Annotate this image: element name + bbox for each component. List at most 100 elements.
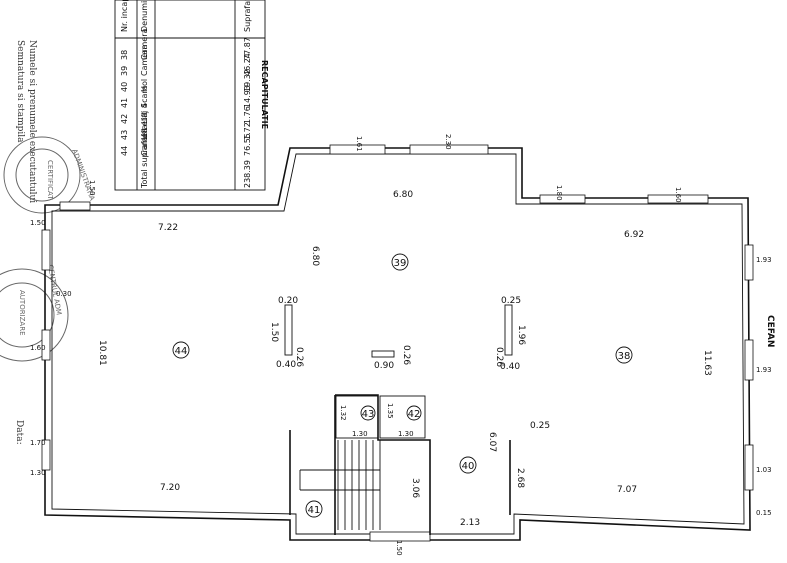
dim-label: 1.50 [269,322,279,342]
window-left-2 [41,329,51,361]
table-cell: 39 [120,66,129,76]
recap-table: Nr. incapere Denumire incapere Suprafata… [114,0,266,191]
dim-label: 1.80 [555,185,563,201]
dim-label: 0.15 [756,509,772,517]
room-number: 43 [362,409,375,420]
column-center [371,350,395,358]
table-cell: 19.32 [243,69,252,92]
table-cell: 14.93 [243,85,252,108]
room-number: 40 [462,461,475,472]
dim-label: 1.30 [352,430,368,438]
dim-label: 0.26 [494,347,504,367]
signature-sign-line: Semnatura si stampila [15,40,25,143]
table-cell: 1.76 [243,106,252,124]
signature-date-label: Data: [14,420,24,445]
dim-label: 2.68 [515,468,525,488]
dim-label: 1.96 [516,325,526,345]
dim-label: 0.25 [501,296,521,306]
dim-label: 6.07 [487,432,497,452]
room-marker-43: 43 [360,405,376,421]
room-number: 44 [175,346,188,357]
dim-label: 0.40 [276,360,296,370]
table-cell: 77.87 [243,37,252,60]
dim-label: 7.22 [158,223,178,233]
dim-label: 1.93 [756,366,772,374]
column-left [284,304,293,356]
table-cell: 38 [120,50,129,60]
dim-label: 6.92 [624,230,644,240]
table-cell: Camera [140,29,149,60]
dim-label: 6.80 [393,190,413,200]
table-cell: Lift [140,112,149,125]
window-right-3 [744,444,754,491]
recap-row-42: 42 Lift 1.76 [120,106,252,124]
table-cell: 76.55 [243,133,252,156]
recap-header-suprafata: Suprafata (mp) [243,0,252,32]
edge-stamp-text: CEFAN [765,315,775,347]
column-right [504,304,513,356]
dim-label: 1.35 [386,403,394,419]
dim-label: 11.63 [702,350,712,376]
dim-label: 7.20 [160,483,180,493]
room-marker-42: 42 [406,405,422,421]
table-cell: Hol [140,79,149,92]
outer-walls [44,147,751,541]
dim-label: 1.60 [30,344,46,352]
recap-table-frame [114,0,266,191]
dim-label: 3.06 [410,478,420,498]
table-cell: Camera [140,45,149,76]
table-cell: Camera [140,125,149,156]
window-right-1 [744,244,754,281]
room-marker-40: 40 [459,456,477,474]
recap-header-denumire: Denumire incapere [140,0,149,32]
table-cell: Lift [140,128,149,141]
recap-total-value: 238.39 [243,160,252,188]
window-bottom [369,531,431,542]
signature-name-line: Numele si prenumele executantului [27,40,37,203]
room-marker-39: 39 [391,253,409,271]
dim-label: 0.25 [530,421,550,431]
dim-label: 1.70 [30,439,46,447]
lift-42 [379,395,426,439]
room-marker-38: 38 [615,346,633,364]
window-top-2 [409,144,489,155]
dim-label: 2.30 [444,134,452,150]
recap-title: RECAPITULATIE [260,60,269,129]
dim-label: 0.26 [294,347,304,367]
dim-label: 1.32 [339,405,347,421]
dim-label: 1.93 [756,256,772,264]
dim-label: 1.50 [88,180,96,196]
recap-row-43: 43 Lift 1.72 [120,122,252,140]
table-cell: 43 [120,130,129,140]
room-number: 42 [408,409,421,420]
dim-label: 1.50 [395,540,403,556]
dim-label: 10.81 [97,340,107,366]
recap-row-39: 39 Camera 46.24 [120,45,252,76]
window-right-2 [744,339,754,381]
room-marker-44: 44 [172,341,190,359]
dim-label: 1.30 [30,469,46,477]
dim-label: 1.61 [355,136,363,152]
dim-label: 0.90 [374,361,394,371]
dim-label: 0.40 [500,362,520,372]
dim-label: 0.20 [278,296,298,306]
dim-label: 0.30 [56,290,72,298]
table-cell: Scara [140,85,149,108]
dim-label: 2.13 [460,518,480,528]
dim-label: 7.07 [617,485,637,495]
table-cell: 41 [120,98,129,108]
dim-label: 1.50 [30,219,46,227]
recap-row-40: 40 Hol 19.32 [120,69,252,92]
window-right-top-2 [647,194,709,204]
window-left-1 [41,229,51,271]
window-top-1 [329,144,386,155]
room-marker-41: 41 [305,500,323,518]
dim-label: 1.30 [398,430,414,438]
table-cell: 44 [120,146,129,156]
stair-lift-block [299,394,431,535]
room-number: 39 [394,258,407,269]
stamp-text: CERTIFICAT [46,160,54,200]
window-right-top-1 [539,194,586,204]
dim-label: 1.03 [756,466,772,474]
